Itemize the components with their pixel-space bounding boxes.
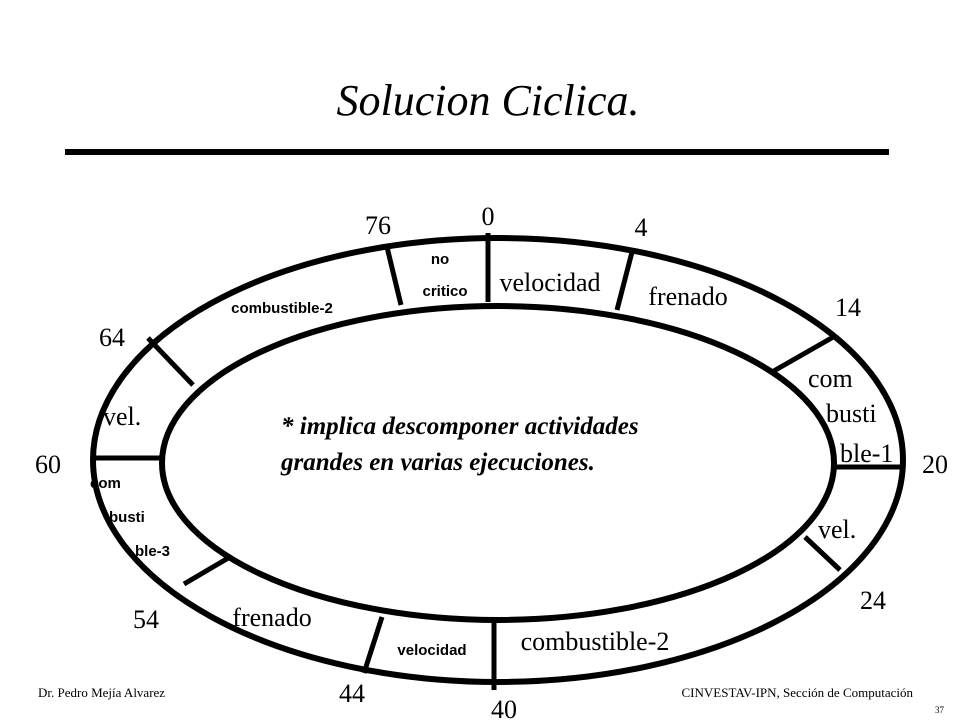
slide-title: Solucion Ciclica.: [336, 76, 639, 125]
divider-14: [770, 333, 837, 375]
time-label-60: 60: [35, 450, 61, 479]
segment-vel-right: vel.: [818, 515, 856, 544]
segment-dividers: [92, 233, 905, 690]
time-label-14: 14: [835, 293, 861, 322]
time-label-20: 20: [922, 450, 948, 479]
divider-76: [384, 246, 404, 306]
time-label-24: 24: [860, 586, 886, 615]
segment-frenado-top: frenado: [648, 282, 727, 311]
note-line-1: * implica descomponer actividades: [281, 413, 639, 440]
segment-combustible-3-line2: busti: [109, 509, 145, 526]
segment-velocidad-top: velocidad: [499, 268, 600, 297]
time-label-64: 64: [99, 323, 125, 352]
segment-no-critico-line2: critico: [422, 283, 467, 300]
footer-author: Dr. Pedro Mejía Alvarez: [38, 685, 165, 700]
segment-combustible-1-line1: com: [808, 364, 853, 393]
segment-vel-left: vel.: [103, 402, 141, 431]
divider-64: [146, 336, 195, 387]
time-label-40: 40: [491, 695, 517, 720]
time-label-76: 76: [365, 211, 391, 240]
divider-4: [614, 251, 635, 311]
segment-frenado-bottom: frenado: [232, 603, 311, 632]
segment-combustible-2-top: combustible-2: [231, 300, 333, 317]
segment-combustible-3-line1: com: [90, 475, 121, 492]
segment-combustible-2-bottom: combustible-2: [521, 627, 670, 656]
note-line-2: grandes en varias ejecuciones.: [280, 449, 595, 476]
divider-54: [182, 554, 232, 587]
time-label-4: 4: [635, 213, 648, 242]
segment-combustible-1-line2: busti: [826, 399, 877, 428]
divider-24: [803, 535, 842, 572]
time-label-54: 54: [133, 605, 159, 634]
time-label-0: 0: [482, 202, 495, 231]
footer-page-number: 37: [935, 705, 945, 715]
divider-44: [361, 616, 385, 674]
footer-institution: CINVESTAV-IPN, Sección de Computación: [682, 685, 914, 700]
inner-ring: [159, 303, 837, 623]
title-underline: [65, 149, 889, 155]
time-label-44: 44: [339, 679, 365, 708]
segment-combustible-1-line3: ble-1: [840, 439, 893, 468]
segment-combustible-3-line3: ble-3: [135, 543, 170, 560]
segment-no-critico-line1: no: [431, 251, 449, 268]
segment-velocidad-bottom: velocidad: [397, 642, 466, 659]
